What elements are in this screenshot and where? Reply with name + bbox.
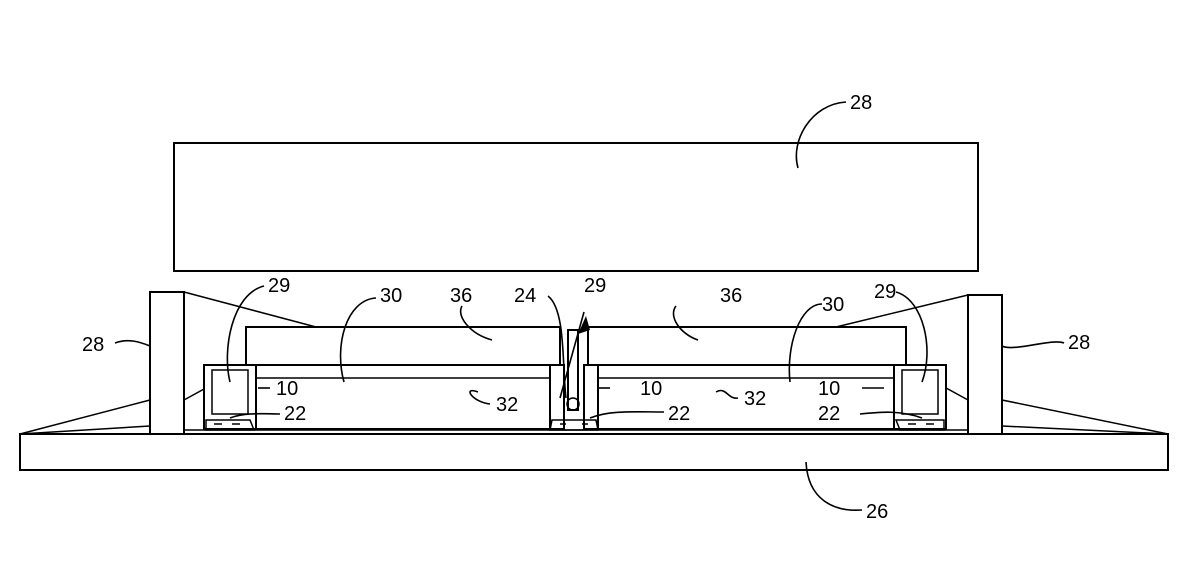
base-plate (19, 433, 1169, 471)
label-base-plate: 26 (866, 501, 888, 523)
right-top-layer (587, 326, 907, 366)
left-flange (19, 399, 151, 435)
right-inner-layer (597, 364, 895, 430)
label-left-top-layer: 36 (450, 285, 472, 307)
leader-lines (114, 101, 1065, 511)
left-top-layer (245, 326, 561, 366)
label-right-seal: 22 (818, 403, 840, 425)
label-left-rim: 29 (268, 275, 290, 297)
upper-die-block (173, 142, 979, 272)
left-die-block (149, 291, 185, 435)
label-right-frame: 10 (818, 378, 840, 400)
label-right-die-block: 28 (1068, 332, 1090, 354)
left-rim-inner (211, 369, 249, 415)
label-right-cavity: 30 (822, 294, 844, 316)
label-left-frame: 10 (276, 378, 298, 400)
label-center-post: 24 (514, 285, 536, 307)
center-frame-right (583, 364, 599, 430)
label-right-inner-layer: 32 (744, 388, 766, 410)
label-center-frame: 10 (640, 378, 662, 400)
label-left-inner-layer: 32 (496, 394, 518, 416)
left-taper (183, 291, 317, 328)
label-right-top-layer: 36 (720, 285, 742, 307)
center-frame-left (549, 364, 565, 430)
label-center-gap: 29 (584, 275, 606, 297)
left-flange-edge (19, 425, 151, 435)
label-upper-die: 28 (850, 92, 872, 114)
label-left-cavity: 30 (380, 285, 402, 307)
center-arrowhead (578, 316, 590, 334)
label-center-seal: 22 (668, 403, 690, 425)
center-post-head (566, 397, 580, 411)
right-rim-inner (901, 369, 939, 415)
right-flange-edge (1001, 425, 1169, 435)
label-left-seal: 22 (284, 403, 306, 425)
right-flange (1001, 399, 1169, 435)
right-taper (835, 294, 969, 328)
label-right-rim: 29 (874, 281, 896, 303)
label-left-die-block: 28 (82, 334, 104, 356)
right-die-block (967, 294, 1003, 435)
